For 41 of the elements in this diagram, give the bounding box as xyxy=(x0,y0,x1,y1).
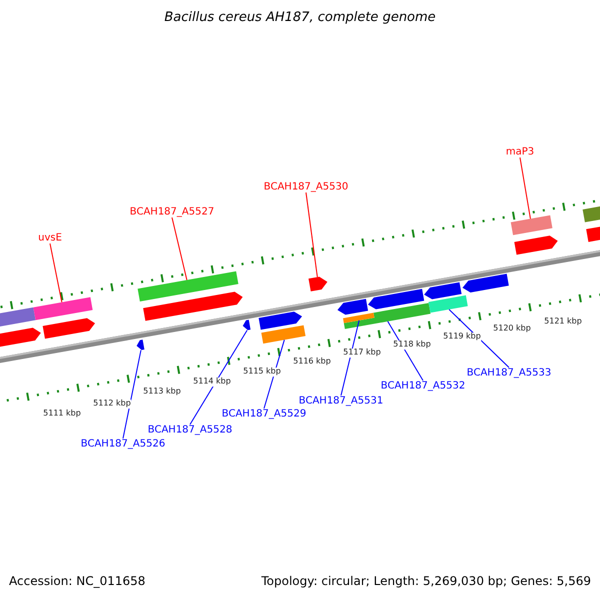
gene-label: BCAH187_A5532 xyxy=(380,380,466,392)
gene-label: BCAH187_A5533 xyxy=(466,368,552,378)
gene-segment xyxy=(136,340,144,350)
gene-bar xyxy=(510,215,552,236)
gene-label: BCAH187_A5530 xyxy=(264,182,348,192)
leader-line xyxy=(50,243,62,303)
scale-label: 5114 kbp xyxy=(193,378,231,386)
gene-segment xyxy=(242,320,251,330)
leader-line xyxy=(264,339,285,409)
scale-label: 5121 kbp xyxy=(544,318,582,326)
gene-bar xyxy=(33,297,93,320)
scale-label: 5115 kbp xyxy=(243,368,281,376)
scale-label: 5111 kbp xyxy=(43,410,81,418)
leader-line xyxy=(520,157,531,220)
gene-bar xyxy=(261,325,306,344)
scale-label: 5120 kbp xyxy=(493,324,531,334)
gene-label: BCAH187_A5527 xyxy=(130,206,214,218)
gene-bar xyxy=(342,312,374,324)
gene-label: BCAH187_A5531 xyxy=(298,396,384,406)
gene-label: BCAH187_A5529 xyxy=(222,408,306,420)
scale-label: 5116 kbp xyxy=(293,358,331,366)
leader-line xyxy=(172,217,188,280)
scale-label: 5119 kbp xyxy=(443,332,481,342)
scale-label: 5118 kbp xyxy=(393,340,431,350)
gene-bar xyxy=(344,302,431,330)
gene-label: BCAH187_A5528 xyxy=(148,424,232,436)
leader-line xyxy=(306,192,318,278)
gene-bar xyxy=(428,295,468,313)
genome-info-text: Topology: circular; Length: 5,269,030 bp; Genes: 5,569 xyxy=(261,575,591,588)
gene-segment xyxy=(308,276,328,292)
title: Bacillus cereus AH187, complete genome xyxy=(164,11,436,26)
scale-label: 5113 kbp xyxy=(143,388,181,396)
accession-text: Accession: NC_011658 xyxy=(9,575,146,588)
gene-label: uvsE xyxy=(38,232,62,244)
gene-segment xyxy=(143,292,243,321)
gene-bar xyxy=(138,271,238,302)
leader-line xyxy=(122,350,142,439)
scale-label: 5112 kbp xyxy=(93,400,131,408)
scale-label: 5117 kbp xyxy=(343,348,381,358)
gene-label: BCAH187_A5526 xyxy=(80,438,166,450)
gene-label: maP3 xyxy=(506,146,534,158)
